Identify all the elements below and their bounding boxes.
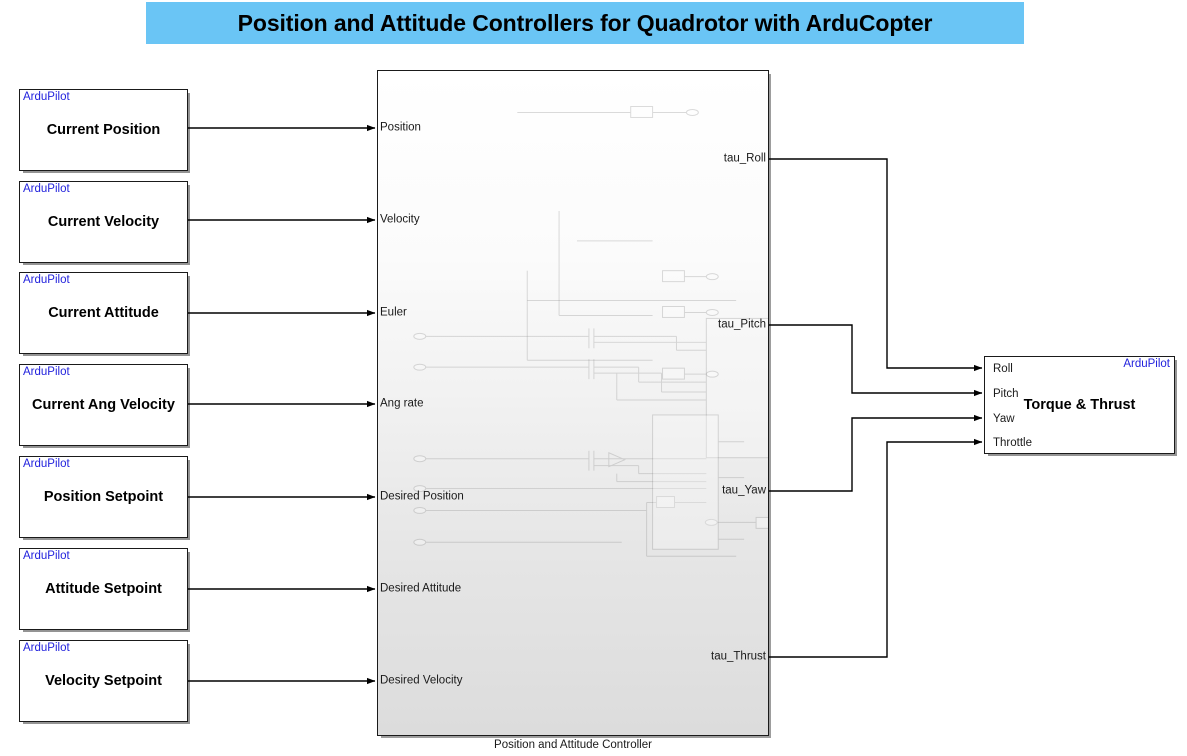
block-position-setpoint[interactable]: ArduPilot Position Setpoint — [19, 456, 188, 538]
diagram-title-banner: Position and Attitude Controllers for Qu… — [146, 2, 1024, 44]
subsystem-outport-tau-thrust: tau_Thrust — [711, 650, 766, 663]
subsystem-preview-graphic-right — [517, 106, 745, 550]
block-label: Current Velocity — [47, 214, 160, 230]
ardupilot-tag: ArduPilot — [23, 550, 70, 562]
inport-label-roll: Roll — [993, 363, 1013, 375]
block-label: Velocity Setpoint — [45, 673, 162, 689]
block-current-position[interactable]: ArduPilot Current Position — [19, 89, 188, 171]
ardupilot-tag: ArduPilot — [23, 458, 70, 470]
block-current-velocity[interactable]: ArduPilot Current Velocity — [19, 181, 188, 263]
inport-label-yaw: Yaw — [993, 413, 1015, 425]
subsystem-inport-desired-position: Desired Position — [380, 490, 464, 503]
wire-tau-pitch-to-pitch — [769, 324, 983, 397]
block-current-ang-velocity[interactable]: ArduPilot Current Ang Velocity — [19, 364, 188, 446]
ardupilot-tag: ArduPilot — [23, 366, 70, 378]
subsystem-caption: Position and Attitude Controller — [494, 739, 652, 751]
block-velocity-setpoint[interactable]: ArduPilot Velocity Setpoint — [19, 640, 188, 722]
subsystem-inport-velocity: Velocity — [380, 213, 420, 226]
subsystem-position-attitude-controller[interactable] — [377, 70, 769, 736]
inport-label-throttle: Throttle — [993, 437, 1032, 449]
subsystem-preview-graphic — [413, 300, 768, 557]
wire-tau-yaw-to-yaw — [769, 414, 983, 492]
subsystem-inport-desired-velocity: Desired Velocity — [380, 674, 463, 687]
ardupilot-tag: ArduPilot — [1123, 358, 1170, 370]
subsystem-outport-tau-pitch: tau_Pitch — [718, 318, 766, 331]
block-torque-and-thrust[interactable]: ArduPilot Torque & Thrust Roll Pitch Yaw… — [984, 356, 1175, 454]
block-label: Torque & Thrust — [1023, 397, 1136, 413]
block-label: Current Ang Velocity — [32, 397, 175, 413]
subsystem-outport-tau-yaw: tau_Yaw — [722, 484, 766, 497]
wire-tau-roll-to-roll — [769, 158, 983, 372]
ardupilot-tag: ArduPilot — [23, 183, 70, 195]
block-label: Current Position — [46, 122, 161, 138]
subsystem-inport-desired-attitude: Desired Attitude — [380, 582, 462, 595]
block-label: Current Attitude — [48, 305, 159, 321]
block-label: Attitude Setpoint — [45, 581, 162, 597]
wire-tau-thrust-to-throttle — [769, 438, 983, 658]
subsystem-inport-euler: Euler — [380, 306, 407, 319]
ardupilot-tag: ArduPilot — [23, 274, 70, 286]
block-label: Position Setpoint — [43, 489, 164, 505]
page-title: Position and Attitude Controllers for Qu… — [237, 9, 933, 36]
subsystem-outport-tau-roll: tau_Roll — [723, 152, 766, 165]
block-current-attitude[interactable]: ArduPilot Current Attitude — [19, 272, 188, 354]
block-attitude-setpoint[interactable]: ArduPilot Attitude Setpoint — [19, 548, 188, 630]
subsystem-inport-position: Position — [380, 121, 421, 134]
ardupilot-tag: ArduPilot — [23, 642, 70, 654]
subsystem-inport-ang-rate: Ang rate — [380, 397, 424, 410]
inport-label-pitch: Pitch — [993, 388, 1019, 400]
ardupilot-tag: ArduPilot — [23, 91, 70, 103]
